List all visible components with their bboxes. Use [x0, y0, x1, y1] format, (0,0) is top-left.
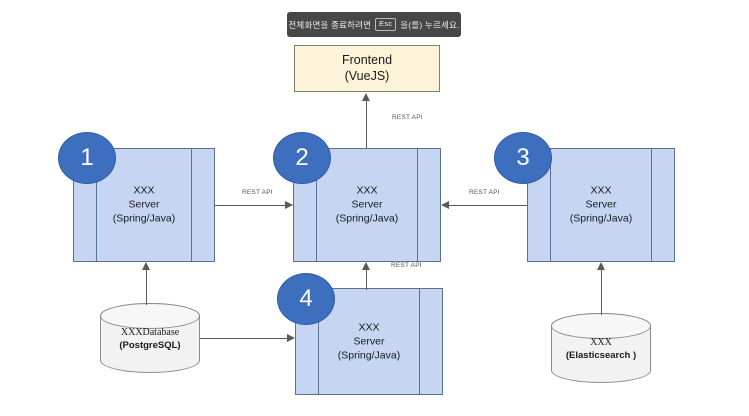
- database-node-elasticsearch[interactable]: XXX (Elasticsearch ): [551, 313, 651, 383]
- arrowhead-mid-to-frontend: [362, 93, 370, 101]
- server-3-line3: (Spring/Java): [569, 213, 633, 226]
- server-1-line2: Server: [128, 198, 160, 211]
- server-1-line1: XXX: [133, 184, 155, 197]
- step-badge-2: 2: [273, 132, 331, 184]
- connector-postgres-to-s1: [146, 279, 147, 305]
- connector-mid-to-frontend: [366, 100, 367, 148]
- frontend-subtitle: (VueJS): [344, 68, 390, 83]
- connector-s1-to-s2: [215, 205, 285, 206]
- edge-label-right-to-mid: REST API: [469, 189, 500, 196]
- server-1-line3: (Spring/Java): [112, 213, 176, 226]
- step-badge-3: 3: [494, 132, 552, 184]
- server-2-line3: (Spring/Java): [335, 213, 399, 226]
- component-divider-right: [417, 149, 418, 261]
- fullscreen-exit-toast: 전체화면을 종료하려면 Esc 을(를) 누르세요.: [287, 12, 461, 37]
- component-divider-right: [191, 149, 192, 261]
- cylinder-top-ellipse: [551, 313, 651, 339]
- component-divider-right: [419, 289, 420, 394]
- server-label-4: XXX Server (Spring/Java): [296, 320, 442, 363]
- arrowhead-postgres-to-s4: [287, 334, 295, 342]
- edge-label-front-to-mid: REST API: [392, 114, 423, 121]
- database-label-postgres: XXXDatabase (PostgreSQL): [101, 326, 199, 352]
- server-node-3[interactable]: XXX Server (Spring/Java): [527, 148, 675, 262]
- connector-postgres-to-s4: [200, 338, 287, 339]
- cylinder-top-ellipse: [100, 303, 200, 329]
- server-label-3: XXX Server (Spring/Java): [528, 184, 674, 227]
- server-2-line2: Server: [351, 198, 383, 211]
- component-divider-left: [318, 289, 319, 394]
- database-postgres-line2: (PostgreSQL): [119, 339, 181, 351]
- component-divider-left: [316, 149, 317, 261]
- component-divider-left: [550, 149, 551, 261]
- esc-key-icon: Esc: [375, 18, 397, 31]
- arrowhead-s3-to-s2: [441, 201, 449, 209]
- edge-label-left-to-mid: REST API: [242, 189, 273, 196]
- edge-label-bottom-to-mid: REST API: [391, 262, 422, 269]
- database-postgres-line1: XXXDatabase: [120, 327, 180, 339]
- arrowhead-s1-to-s2: [285, 201, 293, 209]
- server-3-line2: Server: [585, 198, 617, 211]
- server-label-2: XXX Server (Spring/Java): [294, 184, 440, 227]
- server-4-line1: XXX: [358, 321, 380, 334]
- server-2-line1: XXX: [356, 184, 378, 197]
- server-4-line3: (Spring/Java): [337, 349, 401, 362]
- toast-text-after: 을(를) 누르세요.: [400, 19, 460, 30]
- arrowhead-postgres-to-s1: [142, 262, 150, 270]
- toast-text-before: 전체화면을 종료하려면: [288, 19, 372, 30]
- server-4-line2: Server: [353, 335, 385, 348]
- arrowhead-s4-to-s2: [362, 262, 370, 270]
- connector-s4-to-s2: [366, 270, 367, 290]
- frontend-title: Frontend: [341, 52, 393, 67]
- component-divider-left: [96, 149, 97, 261]
- connector-postgres-to-s1-stem: [146, 270, 147, 280]
- component-divider-right: [651, 149, 652, 261]
- database-elasticsearch-line1: XXX: [590, 337, 612, 349]
- server-3-line1: XXX: [590, 184, 612, 197]
- connector-elasticsearch-to-s3: [601, 270, 602, 315]
- step-badge-1: 1: [58, 132, 116, 184]
- frontend-node[interactable]: Frontend (VueJS): [294, 45, 440, 92]
- arrowhead-elasticsearch-to-s3: [597, 262, 605, 270]
- database-elasticsearch-line2: (Elasticsearch ): [565, 349, 637, 361]
- database-label-elasticsearch: XXX (Elasticsearch ): [552, 336, 650, 362]
- server-label-1: XXX Server (Spring/Java): [74, 184, 214, 227]
- step-badge-4: 4: [277, 273, 335, 325]
- connector-s3-to-s2: [449, 205, 527, 206]
- database-node-postgres[interactable]: XXXDatabase (PostgreSQL): [100, 303, 200, 373]
